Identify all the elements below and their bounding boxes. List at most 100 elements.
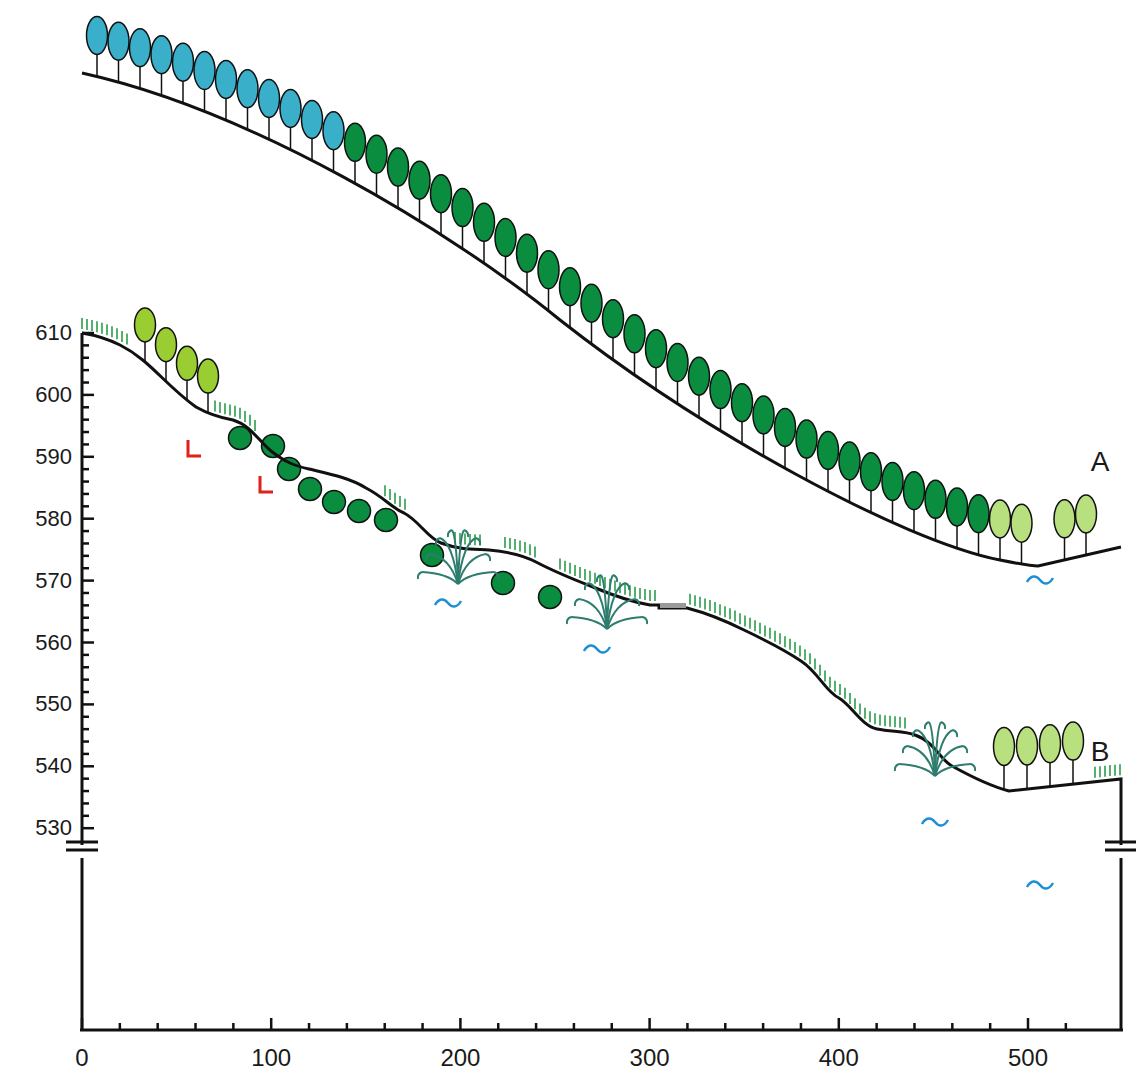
trees-profile-a — [87, 17, 1097, 565]
grass-stroke — [764, 625, 766, 636]
grass-stroke — [869, 711, 871, 722]
tree-crown — [624, 315, 645, 353]
tree-crown — [689, 357, 710, 395]
tree-trunk — [720, 409, 722, 431]
bush — [375, 509, 398, 532]
bush — [323, 491, 346, 514]
grass-stroke — [689, 594, 691, 605]
grass-stroke — [884, 715, 886, 726]
tree-trunk — [806, 458, 808, 480]
grass-stroke — [529, 544, 531, 555]
x-axis-label: 100 — [251, 1046, 291, 1070]
tree-trunk — [505, 257, 507, 279]
y-tick — [82, 344, 89, 347]
tree-crown — [732, 384, 753, 422]
axes — [66, 333, 1136, 1031]
tree-trunk — [1085, 533, 1087, 555]
grass-stroke — [254, 420, 256, 431]
y-tick — [82, 728, 89, 731]
y-tick — [82, 332, 94, 335]
fern-tip — [941, 722, 945, 729]
tree-crown — [710, 371, 731, 409]
y-tick — [82, 815, 89, 818]
fern-tip — [643, 617, 647, 624]
fern-tip — [585, 583, 589, 590]
y-tick — [82, 468, 89, 471]
bush — [539, 586, 562, 609]
x-tick — [951, 1023, 954, 1030]
tree-trunk — [204, 90, 206, 112]
red-markers — [188, 440, 273, 492]
grass-stroke — [1114, 765, 1116, 776]
tree-crown — [603, 300, 624, 338]
x-axis-label: 200 — [440, 1046, 480, 1070]
grass-stroke — [91, 320, 93, 331]
fern-tip — [613, 575, 617, 582]
tree-trunk — [247, 108, 249, 130]
tree-trunk — [186, 380, 188, 400]
tree-trunk — [999, 538, 1001, 560]
grass-stroke — [569, 563, 571, 574]
tree-crown — [1017, 727, 1038, 765]
grass-stroke — [1094, 767, 1096, 778]
y-tick — [82, 666, 89, 669]
grass-hatching — [82, 318, 1120, 778]
y-tick — [82, 641, 94, 644]
fern-tip — [486, 554, 490, 561]
grass-stroke — [759, 623, 761, 634]
tree-crown — [861, 453, 882, 491]
y-tick — [82, 394, 94, 397]
grass-stroke — [121, 331, 123, 342]
grass-stroke — [849, 693, 851, 704]
fern-tip — [597, 575, 601, 582]
grass-stroke — [1099, 766, 1101, 777]
grass-stroke — [874, 713, 876, 724]
grass-stroke — [819, 665, 821, 676]
profile-label: A — [1091, 448, 1110, 476]
bush — [299, 478, 322, 501]
grass-stroke — [724, 606, 726, 617]
fern-tip — [476, 538, 480, 545]
profile-label: B — [1091, 738, 1110, 766]
grass-stroke — [504, 537, 506, 548]
tree-crown — [108, 22, 129, 60]
tree-crown — [904, 472, 925, 510]
tree-crown — [925, 480, 946, 518]
y-tick — [82, 443, 89, 446]
fern-tip — [903, 746, 907, 753]
tree-crown — [323, 112, 344, 150]
tree-crown — [198, 359, 219, 393]
y-tick — [82, 567, 89, 570]
y-axis-label: 550 — [35, 693, 72, 715]
fern-frond — [458, 572, 494, 584]
tree-trunk — [612, 338, 614, 360]
x-tick — [421, 1023, 424, 1030]
grass-stroke — [794, 642, 796, 653]
x-axis-label: 0 — [75, 1046, 88, 1070]
tree-trunk — [1021, 542, 1023, 564]
grass-stroke — [239, 408, 241, 419]
grass-stroke — [814, 659, 816, 670]
grass-stroke — [824, 670, 826, 681]
y-axis-label: 560 — [35, 632, 72, 654]
grass-stroke — [694, 595, 696, 606]
y-axis-label: 610 — [35, 322, 72, 344]
grass-stroke — [784, 636, 786, 647]
tree-crown — [366, 135, 387, 173]
tree-trunk — [913, 510, 915, 532]
tree-crown — [667, 344, 688, 382]
fern-tip — [971, 764, 975, 771]
x-tick — [800, 1023, 803, 1030]
y-tick — [82, 555, 89, 558]
tree-crown — [1011, 504, 1032, 542]
y-tick — [82, 827, 94, 830]
bush — [492, 572, 515, 595]
grass-stroke — [734, 610, 736, 621]
grass-stroke — [224, 403, 226, 414]
grass-stroke — [894, 716, 896, 727]
grass-stroke — [594, 573, 596, 584]
grass-stroke — [739, 613, 741, 624]
tree-trunk — [849, 480, 851, 502]
